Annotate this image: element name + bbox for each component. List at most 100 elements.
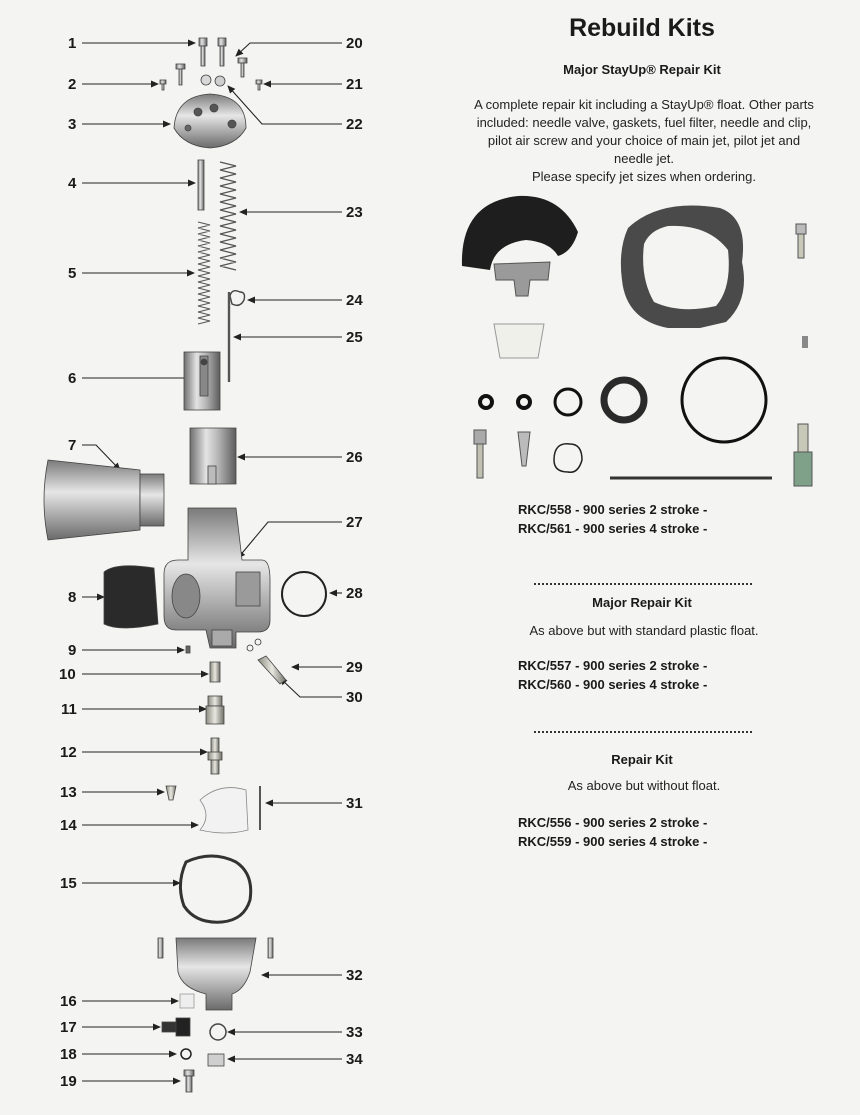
small-screw-left: [159, 79, 167, 91]
o-ring-large: [680, 356, 768, 444]
throttle-slide: [183, 351, 221, 411]
kit-code-rkc-558: RKC/558 - 900 series 2 stroke -: [518, 502, 708, 517]
callout-5: 5: [68, 265, 76, 282]
needle-jet: [207, 737, 223, 775]
clamp-band: [103, 565, 159, 629]
drain-bolt: [183, 1069, 195, 1093]
seal-ring: [600, 376, 648, 424]
callout-20: 20: [346, 35, 363, 52]
cap-screws: [198, 37, 227, 67]
o-ring: [516, 394, 532, 410]
kit-code-rkc-560: RKC/560 - 900 series 4 stroke -: [518, 677, 708, 692]
o-ring: [478, 394, 494, 410]
callout-8: 8: [68, 589, 76, 606]
callouts-left: 1 2 3 4 5 6 7 8 9 10 11 12 13 14 15 16 1…: [59, 35, 77, 1090]
small-o-ring: [246, 644, 254, 652]
callout-31: 31: [346, 795, 363, 812]
exploded-carburetor-diagram: 1 2 3 4 5 6 7 8 9 10 11 12 13 14 15 16 1…: [43, 35, 363, 1093]
callout-1: 1: [68, 35, 76, 52]
main-jet: [209, 661, 221, 683]
needle-valve: [165, 785, 177, 801]
callout-26: 26: [346, 449, 363, 466]
pilot-air-screw: [795, 223, 807, 259]
needle-jet-part: [793, 423, 813, 487]
carburetor-body: [163, 507, 271, 649]
separator: [534, 731, 752, 733]
callout-21: 21: [346, 76, 363, 93]
callout-11: 11: [61, 701, 77, 718]
kit-code-rkc-559: RKC/559 - 900 series 4 stroke -: [518, 834, 708, 849]
float-needle: [517, 431, 531, 467]
callout-23: 23: [346, 204, 363, 221]
float: [199, 787, 249, 834]
needle-spring: [197, 221, 211, 325]
callout-33: 33: [346, 1024, 363, 1041]
callout-9: 9: [68, 642, 76, 659]
top-screw: [237, 57, 248, 78]
callout-34: 34: [346, 1051, 363, 1068]
needle-clip: [229, 289, 246, 307]
callout-32: 32: [346, 967, 363, 984]
nut: [200, 74, 212, 86]
bowl-gasket: [179, 854, 253, 924]
callout-10: 10: [59, 666, 76, 683]
callout-24: 24: [346, 292, 363, 309]
o-ring-large: [281, 571, 327, 617]
callout-16: 16: [60, 993, 77, 1010]
callout-4: 4: [68, 175, 77, 192]
callout-27: 27: [346, 514, 363, 531]
callout-19: 19: [60, 1073, 77, 1090]
callout-14: 14: [60, 817, 77, 834]
callout-13: 13: [60, 784, 77, 801]
small-jet: [802, 336, 808, 348]
bowl-washer: [209, 1023, 227, 1041]
page-title: Rebuild Kits: [569, 14, 715, 42]
pilot-screw: [257, 655, 287, 685]
callout-7: 7: [68, 437, 76, 454]
rebuild-kits-panel: Rebuild Kits Major StayUp® Repair Kit A …: [430, 0, 860, 1115]
fuel-filter: [179, 993, 195, 1009]
callout-30: 30: [346, 689, 363, 706]
callout-3: 3: [68, 116, 76, 133]
kit-code-rkc-557: RKC/557 - 900 series 2 stroke -: [518, 658, 708, 673]
small-screw-right: [255, 79, 263, 91]
float-bracket: [493, 261, 551, 297]
drain-o-ring: [180, 1048, 192, 1060]
callout-25: 25: [346, 329, 363, 346]
small-pin: [185, 645, 191, 654]
bowl-screws: [157, 937, 274, 959]
needle-valve-part: [473, 429, 487, 479]
top-cap: [173, 93, 247, 149]
carb-gasket: [620, 205, 744, 328]
washer: [214, 75, 226, 87]
float-bowl: [175, 937, 257, 1011]
callouts-right: 20 21 22 23 24 25 26 27 28 29 30 31 32 3…: [346, 35, 363, 1068]
major-stayup-kit-title: Major StayUp® Repair Kit: [563, 62, 721, 77]
callout-22: 22: [346, 116, 363, 133]
callout-2: 2: [68, 76, 76, 93]
drain-plug: [161, 1017, 191, 1037]
kit-code-rkc-561: RKC/561 - 900 series 4 stroke -: [518, 521, 708, 536]
throttle-spring: [219, 161, 237, 271]
slide-sleeve: [189, 427, 237, 485]
major-kit-description: As above but with standard plastic float…: [529, 623, 759, 638]
major-kit-title: Major Repair Kit: [592, 595, 692, 610]
fuel-filter-part: [493, 323, 545, 359]
callout-28: 28: [346, 585, 363, 602]
kit-code-rkc-556: RKC/556 - 900 series 2 stroke -: [518, 815, 708, 830]
major-stayup-kit-description: A complete repair kit including a StayUp…: [444, 96, 844, 186]
callout-15: 15: [60, 875, 77, 892]
guide-rod: [197, 159, 205, 211]
stayup-float: [461, 195, 578, 270]
needle-clip-part: [553, 443, 583, 473]
o-ring: [553, 387, 583, 417]
cap-bolt: [175, 63, 186, 86]
callout-12: 12: [60, 744, 77, 761]
callout-18: 18: [60, 1046, 77, 1063]
description-line: included: needle valve, gaskets, fuel fi…: [476, 115, 812, 130]
bowl-cap: [207, 1053, 225, 1067]
jet-holder: [205, 695, 225, 725]
repair-kit-parts-photo: [461, 195, 813, 487]
callout-17: 17: [60, 1019, 77, 1036]
description-line: needle jet.: [614, 151, 674, 166]
